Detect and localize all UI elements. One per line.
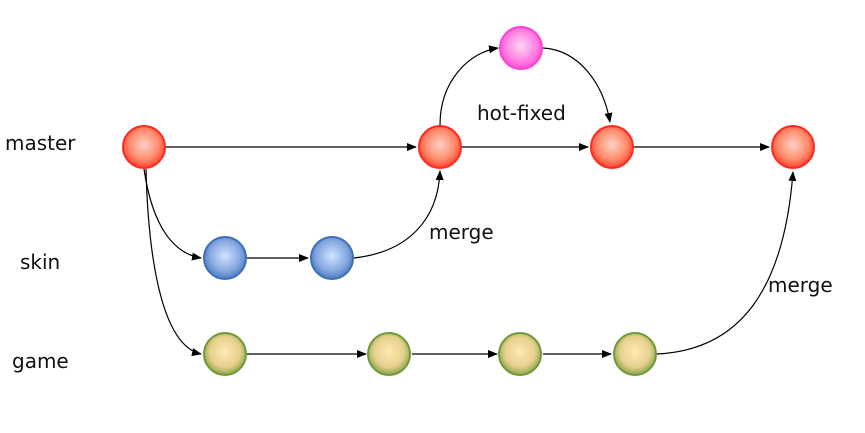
- game-commit-2: [367, 332, 411, 376]
- hotfix-arrow-out: [439, 45, 499, 126]
- branch-label-skin: skin: [20, 250, 61, 274]
- skin-commit-1: [203, 236, 247, 280]
- hotfix-arrow-in: [542, 47, 613, 123]
- branch-label-game: game: [12, 349, 69, 373]
- game-commit-4: [613, 332, 657, 376]
- hotfix-commit: [499, 26, 543, 70]
- skin-branch-arrow: [143, 168, 202, 261]
- master-commit-4: [771, 125, 815, 169]
- skin-merge-arrow: [353, 170, 444, 259]
- game-commit-3: [498, 332, 542, 376]
- game-branch-arrow: [145, 168, 202, 356]
- master-commit-2: [418, 125, 462, 169]
- merge-game-label: merge: [768, 273, 833, 297]
- hotfix-label: hot-fixed: [477, 101, 566, 125]
- master-commit-1: [122, 125, 166, 169]
- master-commit-3: [590, 125, 634, 169]
- skin-commit-2: [310, 236, 354, 280]
- game-merge-arrow: [656, 171, 797, 355]
- branch-label-master: master: [5, 131, 76, 155]
- merge-skin-label: merge: [429, 220, 494, 244]
- game-commit-1: [203, 332, 247, 376]
